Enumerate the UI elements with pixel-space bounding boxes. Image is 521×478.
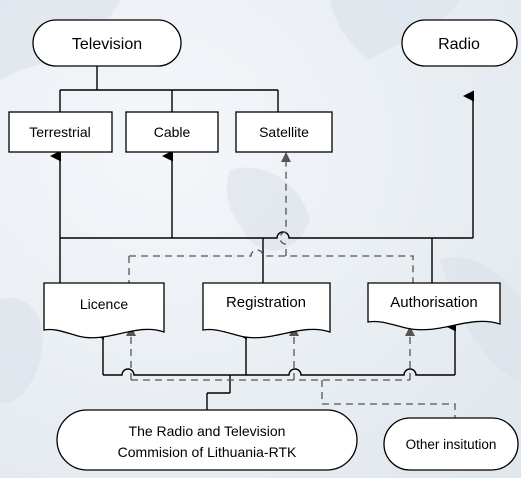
television-node: Television <box>32 19 182 67</box>
registration-label: Registration <box>226 294 306 311</box>
dashed-lower-bus <box>130 334 456 418</box>
radio-label: Radio <box>438 36 480 53</box>
registration-node: Registration <box>202 282 331 339</box>
radio-node: Radio <box>401 19 518 67</box>
dashed-upper-bus <box>128 249 414 284</box>
licence-label: Licence <box>80 296 128 312</box>
rtk-label-line1: The Radio and Television <box>129 423 286 439</box>
bottom-bus <box>103 368 455 376</box>
cable-label: Cable <box>154 124 191 140</box>
licence-node: Licence <box>43 282 165 339</box>
cable-node: Cable <box>125 111 219 153</box>
authorisation-label: Authorisation <box>390 294 478 311</box>
television-label: Television <box>72 36 142 53</box>
satellite-node: Satellite <box>235 111 333 153</box>
satellite-label: Satellite <box>259 124 309 140</box>
rtk-label-line2: Commision of Lithuania-RTK <box>118 444 297 460</box>
dashed-connectors <box>128 162 456 418</box>
terrestrial-node: Terrestrial <box>8 111 113 153</box>
terrestrial-label: Terrestrial <box>29 124 90 140</box>
other-institution-node: Other insitution <box>383 417 519 471</box>
dashed-to-satellite <box>279 162 287 256</box>
rtk-node: The Radio and Television Commision of Li… <box>56 409 358 471</box>
other-institution-label: Other insitution <box>406 437 497 452</box>
authorisation-node: Authorisation <box>367 282 501 331</box>
